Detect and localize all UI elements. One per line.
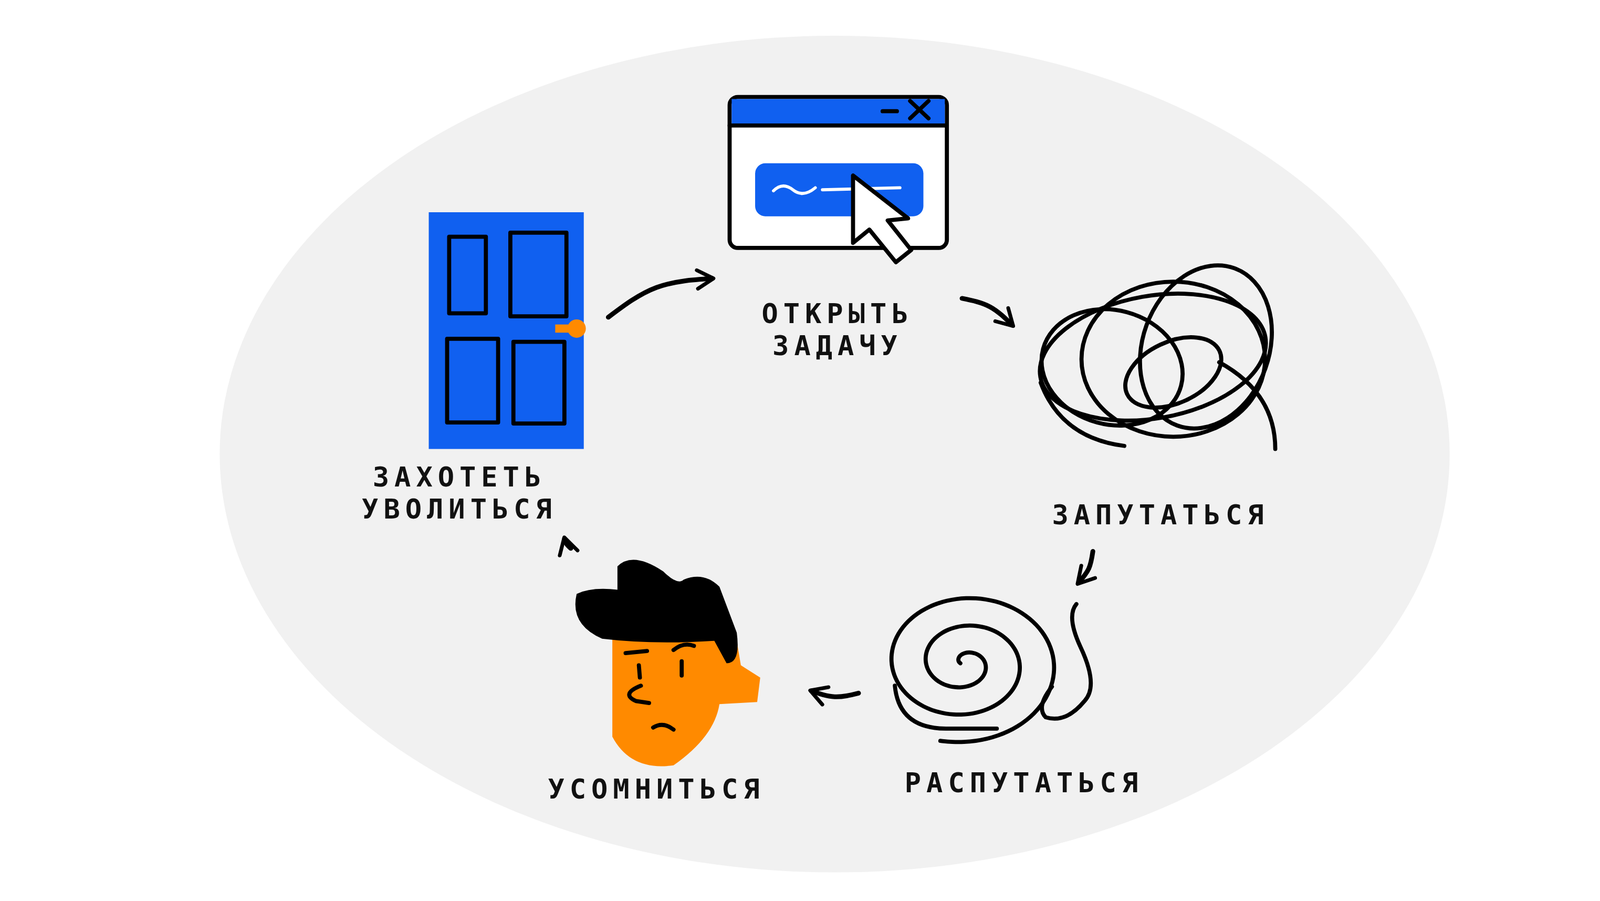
background-blob (219, 35, 1450, 873)
step-label: УСОМНИТЬСЯ (546, 772, 767, 805)
cycle-arrow (961, 298, 1013, 326)
step-label: РАСПУТАТЬСЯ (903, 766, 1145, 799)
cycle-arrow (1078, 550, 1093, 583)
window-icon (729, 97, 947, 263)
cycle-step: ЗАХОТЕТЬ УВОЛИТЬСЯ (322, 210, 596, 536)
cycle-arrow (608, 278, 713, 318)
cycle-arrow (564, 538, 571, 549)
step-label: ЗАХОТЕТЬ УВОЛИТЬСЯ (333, 461, 586, 526)
cycle-step: РАСПУТАТЬСЯ (871, 593, 1177, 809)
spiral-icon (891, 598, 1092, 742)
cycle-step: ЗАПУТАТЬСЯ (1023, 267, 1298, 541)
cycle-step: УСОМНИТЬСЯ (514, 551, 799, 815)
door-icon (429, 212, 587, 449)
tangle-icon (1028, 246, 1294, 449)
face-icon (575, 559, 761, 766)
step-label: ОТКРЫТЬ ЗАДАЧУ (737, 297, 938, 363)
cycle-step: ОТКРЫТЬ ЗАДАЧУ (724, 91, 951, 372)
step-label: ЗАПУТАТЬСЯ (1050, 498, 1271, 531)
cycle-arrow (811, 690, 859, 697)
